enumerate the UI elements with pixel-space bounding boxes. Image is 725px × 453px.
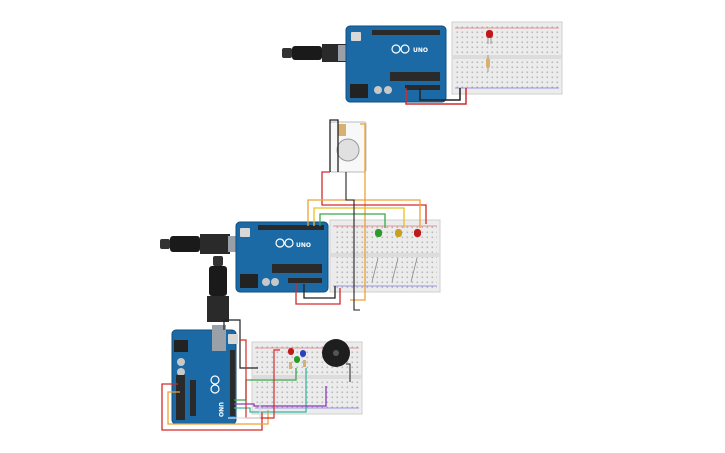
arduino-logo-icon <box>391 44 410 54</box>
led-blue-3[interactable] <box>300 350 306 357</box>
resistor-group-3[interactable] <box>289 360 306 369</box>
arduino-logo-icon <box>210 375 220 394</box>
board-label-1: UNO <box>413 47 428 54</box>
wire-black-1[interactable] <box>419 88 461 101</box>
potentiometer[interactable] <box>329 121 367 173</box>
usb-cable-1[interactable] <box>282 44 354 62</box>
wire-black-bottom[interactable] <box>303 284 336 299</box>
led-yellow-2[interactable] <box>395 229 402 237</box>
arduino-logo-icon <box>275 238 294 248</box>
resistor-group-2[interactable] <box>371 257 418 283</box>
led-green-3[interactable] <box>294 356 300 363</box>
wire-red-1[interactable] <box>405 88 467 105</box>
arduino-board-3[interactable]: UNO <box>171 325 238 425</box>
usb-cable-3[interactable] <box>207 256 229 322</box>
board-label-3: UNO <box>217 402 224 417</box>
wire-red-pot[interactable] <box>321 171 427 224</box>
arduino-board-1[interactable]: UNO <box>345 25 447 103</box>
led-1[interactable] <box>486 30 493 44</box>
arduino-board-2[interactable]: UNO <box>235 221 329 293</box>
board-label-2: UNO <box>296 242 311 249</box>
wire-black-pot2[interactable] <box>345 172 360 311</box>
led-green-2[interactable] <box>375 229 382 237</box>
resistor-1[interactable] <box>486 55 490 72</box>
wire-orange-pot[interactable] <box>350 123 366 301</box>
buzzer[interactable] <box>322 339 351 382</box>
wire-black-pot[interactable] <box>329 119 339 172</box>
usb-cable-2[interactable] <box>160 234 246 254</box>
led-red-2[interactable] <box>414 229 421 237</box>
wire-orange-top[interactable] <box>307 199 421 228</box>
wire-red-bottom[interactable] <box>295 284 341 305</box>
circuit-2: UNO <box>160 119 441 322</box>
circuit-3: UNO <box>161 319 363 431</box>
wire-teal-3[interactable] <box>234 368 307 413</box>
breadboard-1[interactable] <box>451 21 563 95</box>
wire-green[interactable] <box>319 213 386 228</box>
wire-purple-3[interactable] <box>234 386 327 407</box>
circuit-1: UNO <box>282 21 563 105</box>
wire-yellow[interactable] <box>313 207 405 228</box>
wire-white-3[interactable] <box>228 402 261 419</box>
wire-orange-3[interactable] <box>167 391 269 425</box>
led-red-3[interactable] <box>288 348 294 355</box>
breadboard-2[interactable] <box>329 219 441 293</box>
